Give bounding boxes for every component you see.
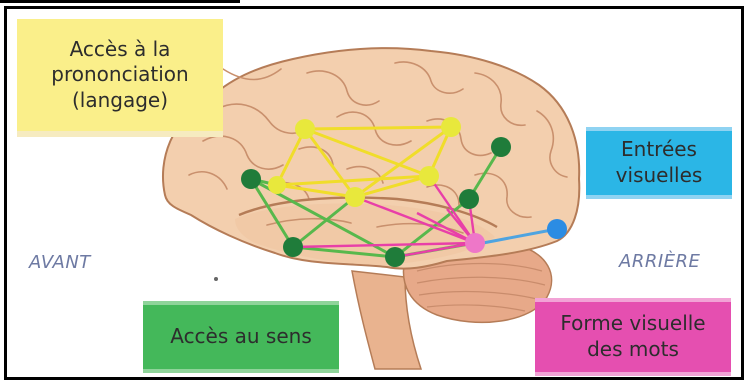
word-form-label: Forme visuelle des mots [535,298,731,376]
front-label: AVANT [29,252,91,273]
dot-mark [214,277,218,281]
back-label: ARRIÈRE [619,251,700,272]
diagram-frame: Accès à la prononciation (langage) Entré… [4,6,744,380]
visual-input-text: Entrées visuelles [616,137,703,188]
blue-node [547,219,567,239]
pronunciation-text: Accès à la prononciation (langage) [51,37,188,114]
top-rule [0,0,240,3]
meaning-label: Accès au sens [143,301,339,373]
visual-input-label: Entrées visuelles [586,127,732,199]
pink-node [465,233,485,253]
meaning-text: Accès au sens [170,324,312,350]
pronunciation-label: Accès à la prononciation (langage) [17,19,223,131]
word-form-text: Forme visuelle des mots [560,311,705,362]
